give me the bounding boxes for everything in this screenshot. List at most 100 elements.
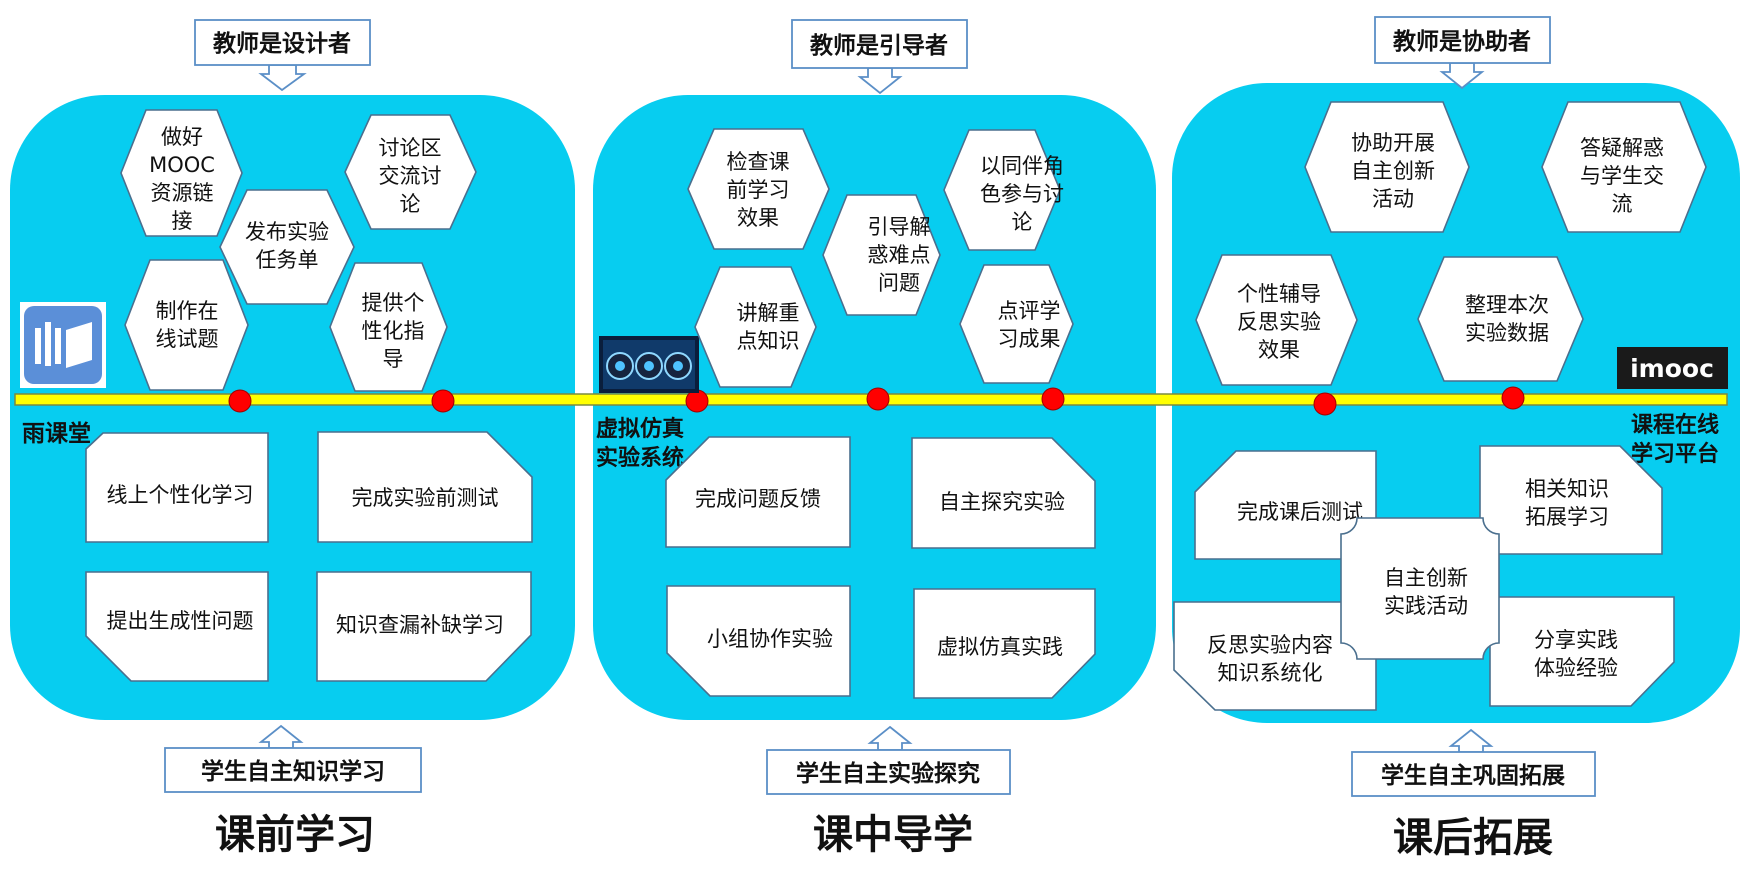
platform-label-virtual-simulation: 虚拟仿真 实验系统	[596, 416, 684, 471]
svg-text:小组协作实验: 小组协作实验	[707, 627, 833, 651]
teacher-task-hexagon: 讨论区 交流讨 论	[344, 114, 477, 230]
svg-text:色参与讨: 色参与讨	[980, 182, 1064, 206]
svg-text:论: 论	[400, 192, 421, 216]
svg-text:性化指: 性化指	[362, 319, 425, 343]
student-task-box: 线上个性化学习	[85, 432, 269, 543]
svg-text:任务单: 任务单	[256, 248, 319, 272]
svg-text:交流讨: 交流讨	[379, 164, 442, 188]
milestone-dot	[1313, 392, 1337, 416]
teacher-task-hexagon: 提供个 性化指 导	[329, 262, 448, 392]
svg-text:实践活动: 实践活动	[1384, 594, 1468, 618]
svg-text:讲解重: 讲解重	[737, 301, 800, 325]
milestone-dot	[1041, 387, 1065, 411]
teacher-task-hexagon: 整理本次 实验数据	[1417, 256, 1584, 382]
svg-text:完成问题反馈: 完成问题反馈	[695, 487, 821, 511]
student-task-center-box: 自主创新 实践活动	[1340, 517, 1500, 660]
svg-text:实验数据: 实验数据	[1465, 321, 1549, 345]
svg-text:学生自主巩固拓展: 学生自主巩固拓展	[1381, 762, 1565, 789]
student-task-box: 虚拟仿真实践	[913, 588, 1096, 699]
phase-title-pre-class: 课前学习	[215, 812, 375, 858]
student-role-label-post: 学生自主巩固拓展	[1351, 728, 1596, 797]
svg-text:自主创新: 自主创新	[1384, 566, 1468, 590]
svg-text:完成课后测试: 完成课后测试	[1237, 500, 1363, 524]
platform-label-course-online: 课程在线 学习平台	[1631, 412, 1719, 467]
milestone-dot	[431, 389, 455, 413]
svg-text:接: 接	[172, 209, 193, 233]
svg-text:知识查漏补缺学习: 知识查漏补缺学习	[336, 613, 504, 637]
svg-text:虚拟仿真: 虚拟仿真	[596, 416, 684, 442]
svg-text:习成果: 习成果	[998, 327, 1061, 351]
svg-text:虚拟仿真实践: 虚拟仿真实践	[937, 635, 1063, 659]
phase-title-post-class: 课后拓展	[1393, 815, 1553, 861]
svg-text:活动: 活动	[1372, 187, 1414, 211]
svg-text:学生自主知识学习: 学生自主知识学习	[201, 758, 385, 785]
svg-text:线试题: 线试题	[156, 327, 219, 351]
svg-text:反思实验: 反思实验	[1237, 310, 1321, 334]
svg-text:问题: 问题	[878, 271, 920, 295]
svg-text:体验经验: 体验经验	[1534, 656, 1618, 680]
milestone-dot	[228, 389, 252, 413]
svg-text:协助开展: 协助开展	[1351, 131, 1435, 155]
milestone-dot	[866, 387, 890, 411]
student-task-box: 完成问题反馈	[665, 436, 851, 548]
svg-text:个性辅导: 个性辅导	[1237, 282, 1321, 306]
svg-text:自主创新: 自主创新	[1351, 159, 1435, 183]
student-role-label-in: 学生自主实验探究	[766, 725, 1011, 795]
virtual-simulation-system-icon	[599, 336, 699, 393]
teacher-task-hexagon: 答疑解惑 与学生交 流	[1541, 101, 1707, 233]
svg-text:效果: 效果	[1258, 338, 1300, 362]
rain-classroom-logo-icon	[20, 302, 106, 388]
svg-text:效果: 效果	[737, 206, 779, 230]
svg-text:拓展学习: 拓展学习	[1525, 505, 1609, 529]
student-task-box: 完成课后测试	[1194, 450, 1377, 560]
svg-text:课程在线: 课程在线	[1631, 412, 1719, 438]
svg-text:以同伴角: 以同伴角	[980, 154, 1064, 178]
svg-text:惑难点: 惑难点	[868, 243, 931, 267]
teacher-role-label-in: 教师是引导者	[791, 19, 968, 95]
svg-text:教师是引导者: 教师是引导者	[810, 32, 948, 59]
svg-text:提供个: 提供个	[362, 291, 425, 315]
svg-text:学生自主实验探究: 学生自主实验探究	[796, 760, 980, 787]
svg-text:教师是协助者: 教师是协助者	[1393, 28, 1531, 55]
student-task-box: 相关知识 拓展学习	[1479, 445, 1663, 555]
platform-label-rain-classroom: 雨课堂	[22, 421, 91, 447]
svg-text:点知识: 点知识	[737, 329, 800, 353]
student-role-label-pre: 学生自主知识学习	[164, 724, 422, 793]
svg-text:反思实验内容: 反思实验内容	[1207, 633, 1333, 657]
teacher-task-hexagon: 个性辅导 反思实验 效果	[1195, 254, 1358, 386]
svg-text:做好: 做好	[161, 125, 203, 149]
svg-text:线上个性化学习: 线上个性化学习	[107, 483, 254, 507]
svg-text:论: 论	[1012, 210, 1033, 234]
teacher-task-hexagon: 协助开展 自主创新 活动	[1304, 101, 1470, 233]
svg-text:相关知识: 相关知识	[1525, 477, 1609, 501]
teacher-task-hexagon: 引导解 惑难点 问题	[822, 194, 941, 316]
svg-text:提出生成性问题: 提出生成性问题	[107, 609, 254, 633]
svg-text:自主探究实验: 自主探究实验	[939, 490, 1065, 514]
svg-text:分享实践: 分享实践	[1534, 628, 1618, 652]
teacher-role-label-post: 教师是协助者	[1374, 16, 1551, 90]
teacher-task-hexagon: 制作在 线试题	[124, 259, 249, 391]
svg-text:讨论区: 讨论区	[379, 136, 442, 160]
svg-text:实验系统: 实验系统	[596, 445, 684, 471]
svg-text:引导解: 引导解	[868, 215, 931, 239]
svg-text:整理本次: 整理本次	[1465, 293, 1549, 317]
teacher-role-label-pre: 教师是设计者	[194, 19, 371, 92]
svg-text:流: 流	[1612, 192, 1633, 216]
teacher-task-hexagon: 以同伴角 色参与讨 论	[943, 129, 1064, 251]
svg-text:导: 导	[383, 347, 404, 371]
teacher-task-hexagon: 讲解重 点知识	[694, 266, 817, 388]
svg-text:MOOC: MOOC	[149, 153, 215, 177]
svg-text:制作在: 制作在	[156, 299, 219, 323]
svg-text:资源链: 资源链	[151, 181, 214, 205]
svg-text:发布实验: 发布实验	[245, 220, 329, 244]
milestone-dot	[685, 389, 709, 413]
student-task-box: 分享实践 体验经验	[1489, 596, 1675, 707]
imooc-logo: imooc	[1617, 347, 1728, 389]
student-task-box: 完成实验前测试	[317, 431, 533, 543]
svg-text:完成实验前测试: 完成实验前测试	[352, 486, 499, 510]
phase-panel-pre-class	[10, 95, 575, 720]
svg-text:与学生交: 与学生交	[1580, 164, 1664, 188]
phase-title-in-class: 课中导学	[813, 812, 973, 858]
student-task-box: 自主探究实验	[911, 437, 1096, 549]
